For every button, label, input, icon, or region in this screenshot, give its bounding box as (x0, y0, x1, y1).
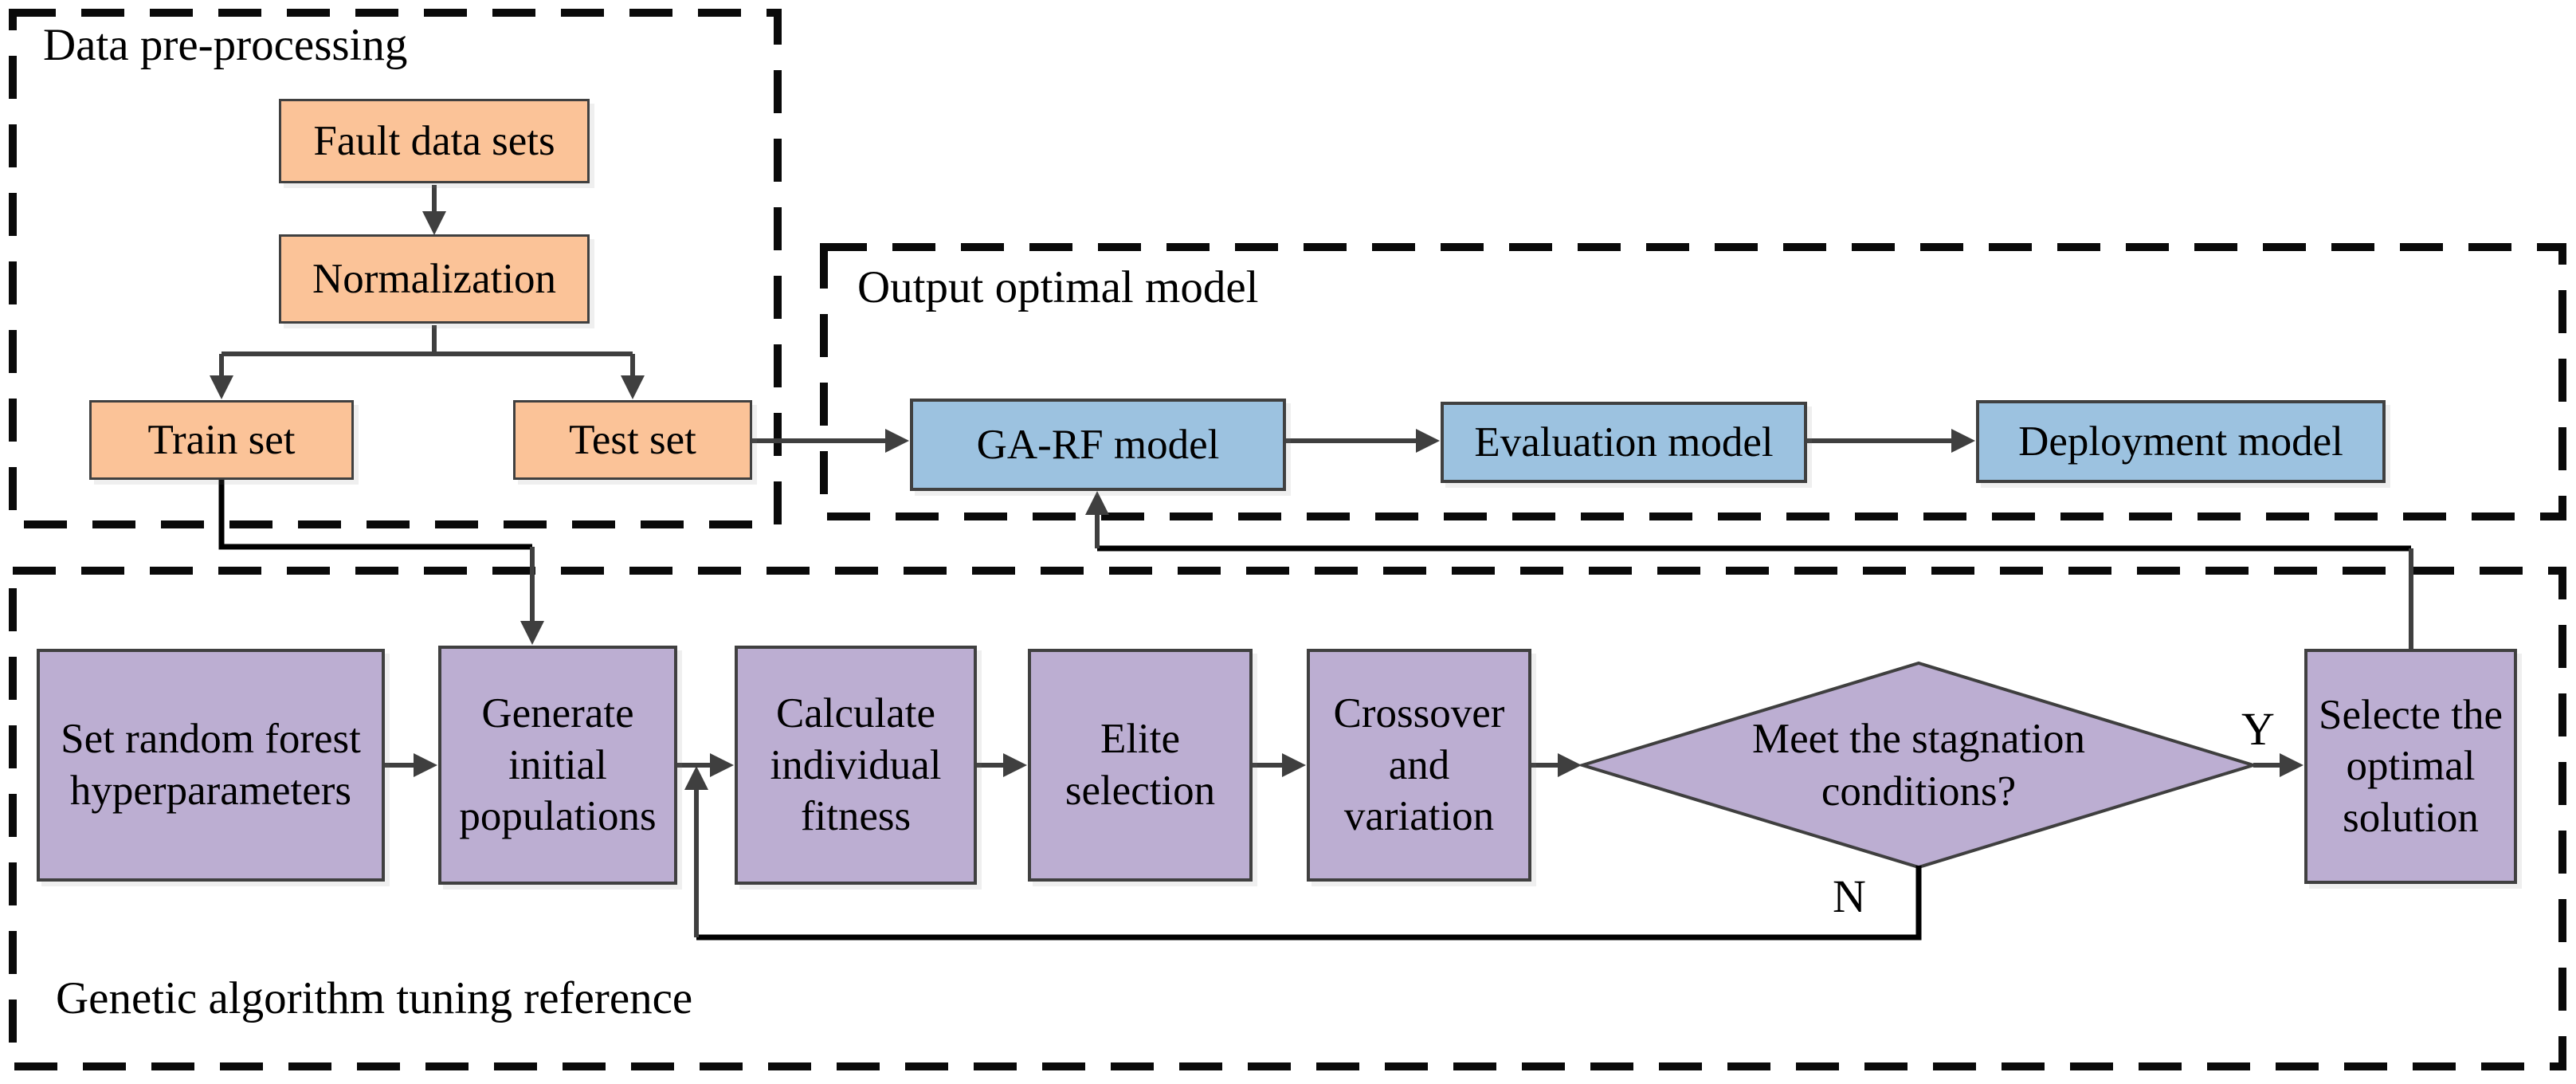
output-section-border (820, 243, 2566, 520)
node-generate-initial-populations: Generate initial populations (438, 646, 677, 885)
node-crossover-variation: Crossover and variation (1307, 649, 1531, 882)
yes-branch-label: Y (2241, 703, 2275, 755)
node-ga-rf-model: GA-RF model (910, 399, 1286, 491)
genetic-section-border (9, 567, 2566, 1070)
train-to-generate-route (218, 480, 532, 550)
node-train-set: Train set (89, 400, 354, 480)
section-label-genetic: Genetic algorithm tuning reference (56, 973, 693, 1023)
decision-label: Meet the stagnation conditions? (1752, 715, 2085, 815)
node-select-optimal-solution: Selecte the optimal solution (2304, 649, 2517, 884)
node-normalization: Normalization (279, 234, 590, 324)
no-branch-label: N (1833, 870, 1866, 922)
node-calculate-individual-fitness: Calculate individual fitness (735, 646, 977, 885)
node-fault-data-sets: Fault data sets (279, 99, 590, 183)
node-deployment-model: Deployment model (1976, 400, 2386, 483)
no-loop-route (696, 866, 1922, 941)
section-label-output: Output optimal model (857, 262, 1259, 312)
preprocessing-section-border (9, 9, 782, 528)
node-elite-selection: Elite selection (1028, 649, 1253, 882)
section-label-preprocessing: Data pre-processing (43, 20, 408, 70)
normalization-branch-line (222, 325, 633, 356)
node-set-rf-hyperparameters: Set random forest hyperparameters (37, 649, 385, 882)
node-evaluation-model: Evaluation model (1441, 402, 1807, 483)
node-test-set: Test set (513, 400, 752, 480)
